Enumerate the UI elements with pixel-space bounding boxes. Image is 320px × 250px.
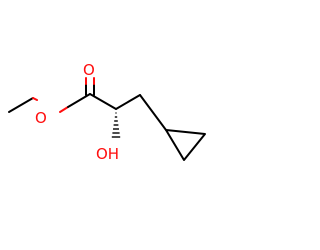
carbonyl-oxygen-label: O — [83, 61, 95, 79]
structure-canvas: O O OH — [8, 61, 206, 163]
stereo-hashed-wedge — [111, 112, 121, 138]
ch2-cyclopropyl-bond — [139, 94, 167, 131]
methyl-bond — [8, 97, 34, 113]
molecule-structure: O O OH — [8, 61, 206, 163]
cyclopropyl-ring — [165, 129, 206, 161]
hydroxyl-label: OH — [96, 145, 119, 163]
methyl-o-bond — [32, 97, 38, 101]
ester-o-carbonyl-bond — [67, 93, 91, 108]
ester-oxygen-label: O — [35, 109, 47, 127]
ester-o-bond-red — [59, 106, 69, 113]
carbonyl-chiral-bond — [89, 93, 117, 110]
chiral-ch2-bond — [115, 94, 141, 110]
